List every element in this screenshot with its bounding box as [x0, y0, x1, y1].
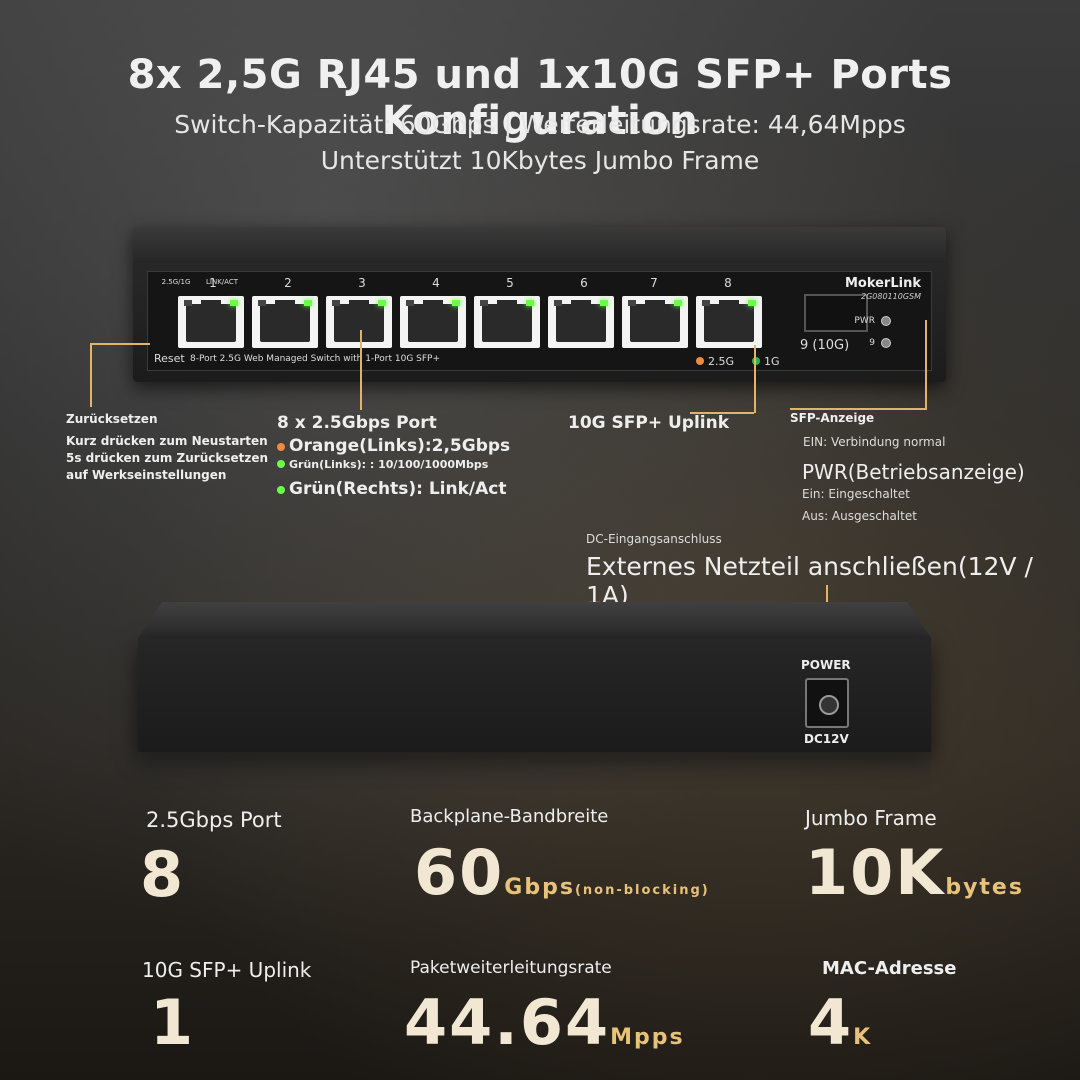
reset-label: Reset	[154, 352, 185, 365]
reset-desc-1: Kurz drücken zum Neustarten	[66, 434, 268, 448]
reset-desc-2: 5s drücken zum Zurücksetzen	[66, 451, 269, 465]
green-dot-icon	[752, 357, 760, 365]
stat-value-forwarding: 44.64Mpps	[404, 986, 685, 1059]
port-callout-line	[360, 330, 362, 410]
sfp-led-icon	[881, 338, 891, 348]
rj45-port-2	[252, 296, 318, 348]
sfp-port-label: 9 (10G)	[800, 338, 850, 353]
green-dot-icon	[277, 486, 285, 494]
port-number-8: 8	[724, 276, 732, 290]
sfp-indicator-desc: EIN: Verbindung normal	[803, 435, 946, 449]
stat-value-backplane: 60Gbps(non-blocking)	[414, 836, 710, 909]
uplink-annotation: 10G SFP+ Uplink	[568, 413, 730, 433]
pwr-indicator-title: PWR(Betriebsanzeige)	[802, 460, 1025, 484]
rj45-port-8	[696, 296, 762, 348]
stat-value-uplink: 1	[150, 986, 196, 1059]
stat-label-ports: 2.5Gbps Port	[146, 808, 282, 832]
port-number-1: 1	[209, 276, 217, 290]
port-number-2: 2	[284, 276, 292, 290]
rj45-port-6	[548, 296, 614, 348]
dc-jack-icon	[805, 678, 849, 728]
port-annotation-title: 8 x 2.5Gbps Port	[277, 413, 437, 433]
port-led-green-right: Grün(Rechts): Link/Act	[277, 479, 506, 499]
port1-speed-label: 2.5G/1G	[161, 278, 191, 286]
switch-reflection	[138, 752, 931, 792]
model-number: 2G080110GSM	[860, 292, 921, 301]
switch-front-panel: 2.5G/1G LINK/ACT 1 2 3 4 5 6 7 8 9 (10G)…	[147, 271, 932, 371]
sfp-led-label: 9	[869, 338, 875, 348]
legend-1g: 1G	[752, 355, 780, 368]
switch-front-view: 2.5G/1G LINK/ACT 1 2 3 4 5 6 7 8 9 (10G)…	[133, 227, 946, 382]
rj45-port-4	[400, 296, 466, 348]
stat-label-mac: MAC-Adresse	[822, 958, 957, 979]
switch-description: 8-Port 2.5G Web Managed Switch with 1-Po…	[190, 354, 441, 364]
switch-back-top	[138, 602, 931, 638]
sfp-indicator-title: SFP-Anzeige	[790, 411, 875, 425]
stat-value-mac: 4K	[808, 986, 873, 1059]
green-dot-icon	[277, 460, 285, 468]
indicator-callout-line	[925, 320, 927, 410]
rj45-port-3	[326, 296, 392, 348]
port-number-7: 7	[650, 276, 658, 290]
uplink-callout-line	[754, 345, 756, 413]
orange-dot-icon	[696, 357, 704, 365]
pwr-led-icon	[881, 316, 891, 326]
port-number-4: 4	[432, 276, 440, 290]
port-number-3: 3	[358, 276, 366, 290]
switch-top-panel	[133, 227, 946, 263]
stat-value-ports: 8	[140, 838, 186, 911]
rj45-port-7	[622, 296, 688, 348]
sfp-port	[804, 294, 868, 332]
port-led-green-left: Grün(Links): : 10/100/1000Mbps	[277, 458, 488, 471]
reset-title: Zurücksetzen	[66, 412, 158, 426]
power-label: POWER	[801, 658, 851, 672]
subtitle-capacity: Switch-Kapazität: 60Gbps | Weiterleitung…	[174, 110, 906, 139]
rj45-port-1	[178, 296, 244, 348]
port-led-orange: Orange(Links):2,5Gbps	[277, 436, 510, 456]
stat-label-backplane: Backplane-Bandbreite	[410, 806, 609, 827]
reset-callout-line-h	[90, 343, 150, 345]
port-number-5: 5	[506, 276, 514, 290]
pwr-indicator-off: Aus: Ausgeschaltet	[802, 509, 917, 523]
stat-label-uplink: 10G SFP+ Uplink	[142, 958, 312, 982]
reset-callout-line	[90, 343, 92, 407]
port1-link-label: LINK/ACT	[206, 278, 238, 286]
dc12v-label: DC12V	[804, 732, 849, 746]
indicator-callout-line-h	[790, 408, 927, 410]
switch-back-view: POWER DC12V	[138, 602, 931, 752]
orange-dot-icon	[277, 443, 285, 451]
stat-label-jumbo: Jumbo Frame	[805, 806, 937, 830]
rj45-port-5	[474, 296, 540, 348]
stat-value-jumbo: 10Kbytes	[805, 836, 1024, 909]
pwr-indicator-on: Ein: Eingeschaltet	[802, 487, 910, 501]
dc-input-label: DC-Eingangsanschluss	[586, 532, 722, 546]
page-title: 8x 2,5G RJ45 und 1x10G SFP+ Ports Konfig…	[127, 52, 953, 144]
pwr-led-label: PWR	[854, 316, 875, 326]
legend-2-5g: 2.5G	[696, 355, 734, 368]
stat-label-forwarding: Paketweiterleitungsrate	[410, 958, 612, 978]
subtitle-jumbo: Unterstützt 10Kbytes Jumbo Frame	[320, 146, 760, 175]
switch-back-panel: POWER DC12V	[138, 638, 931, 752]
uplink-callout-line-h	[690, 412, 754, 414]
brand-logo: MokerLink	[844, 276, 921, 291]
port-number-6: 6	[580, 276, 588, 290]
reset-desc-3: auf Werkseinstellungen	[66, 468, 227, 482]
